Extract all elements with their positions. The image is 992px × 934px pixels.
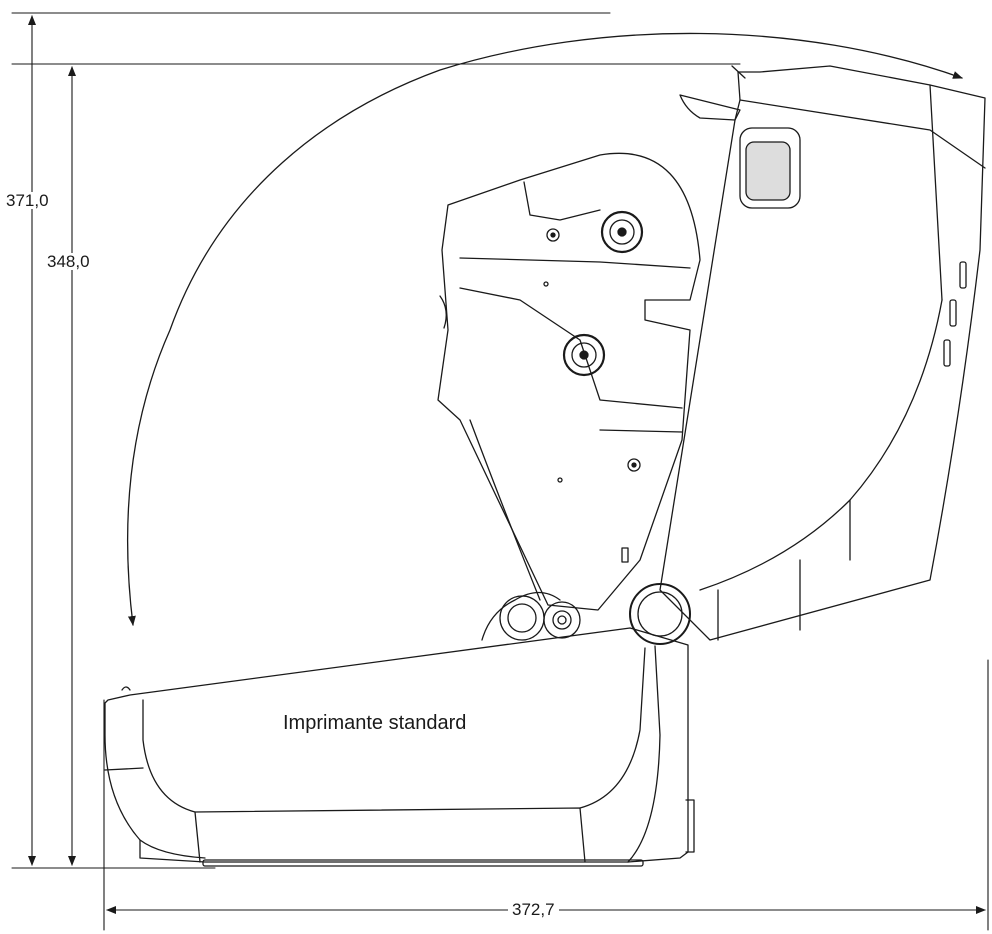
ribbon-supply-spindle: [600, 210, 644, 254]
hinge-knob: [629, 583, 691, 645]
media-frame: [437, 152, 701, 611]
dimension-lines: [11, 12, 989, 931]
printer-base: [104, 627, 695, 867]
dimension-overall-height: 371,0: [6, 191, 49, 210]
printer-lid: [659, 65, 986, 641]
lid-swing-arc: [126, 32, 963, 626]
ribbon-takeup-spindle: [562, 333, 606, 377]
platen-rollers: [481, 591, 581, 641]
drawing-caption: Imprimante standard: [283, 712, 467, 734]
dimension-open-height: 348,0: [47, 252, 90, 271]
dimension-depth: 372,7: [508, 901, 559, 918]
